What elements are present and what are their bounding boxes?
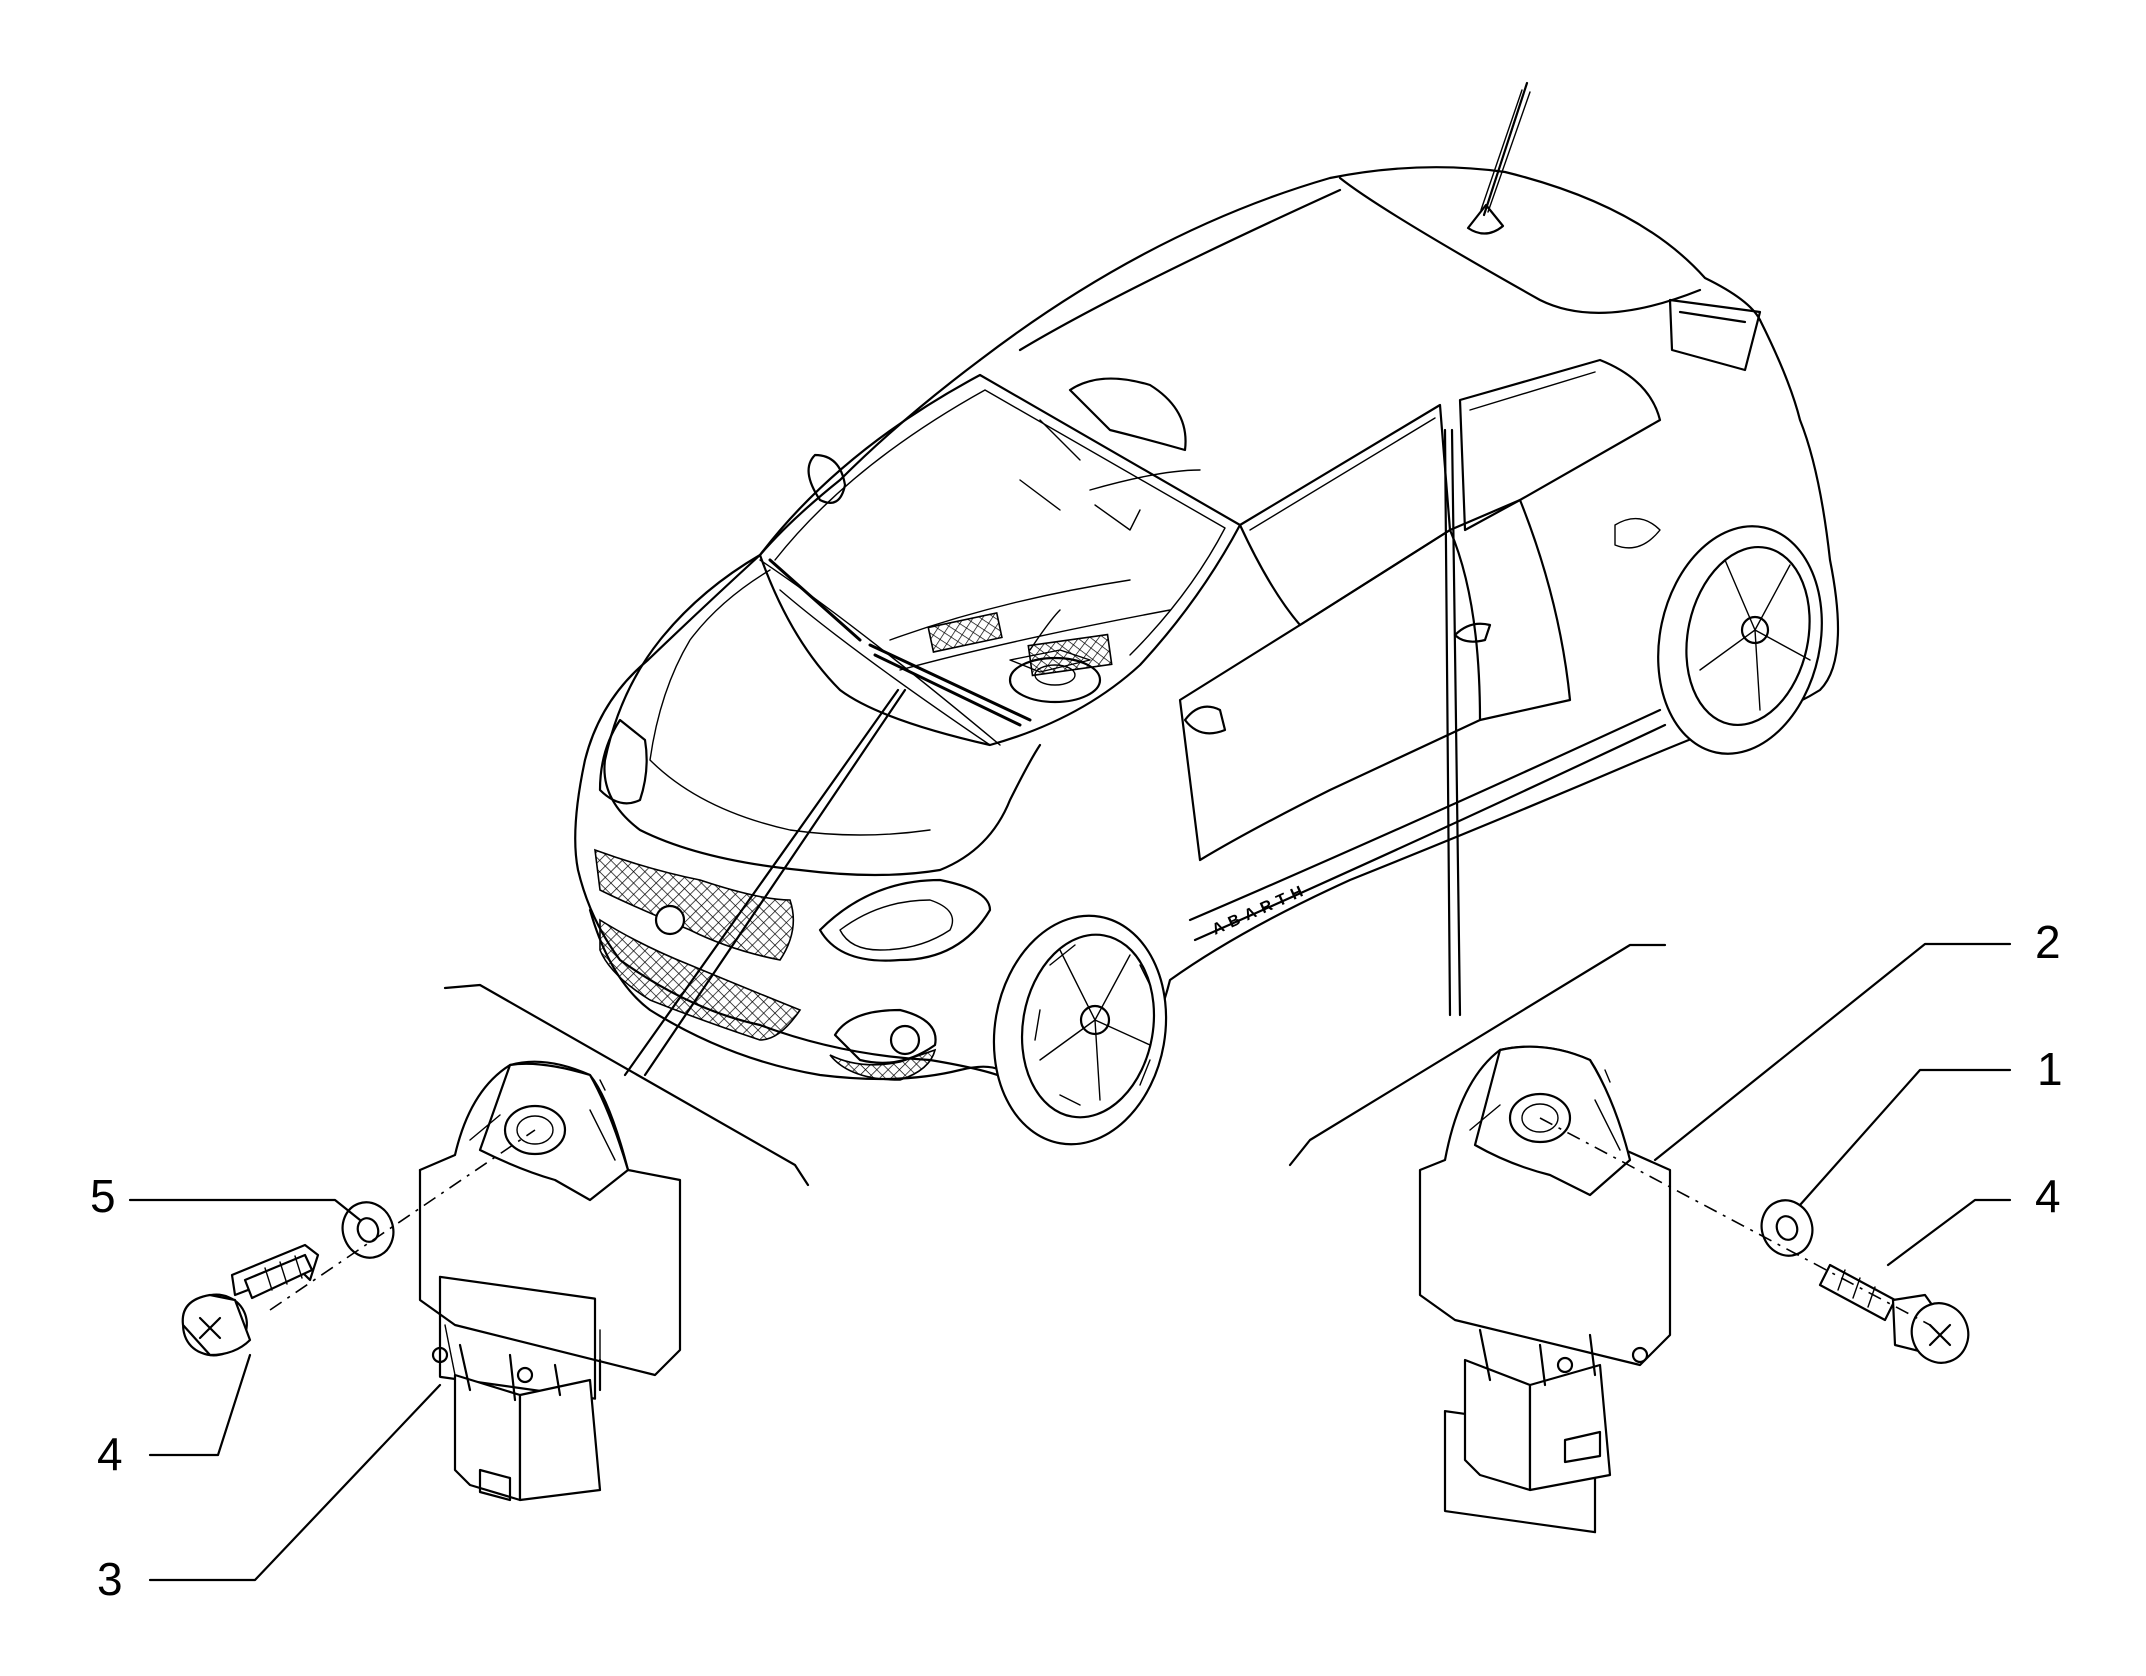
front-wheel [992, 914, 1168, 1146]
car-roof [978, 166, 1762, 362]
rear-spoiler [1668, 298, 1762, 372]
hood [603, 553, 1042, 877]
callout-3: 3 [97, 1553, 123, 1605]
windshield-wiper [768, 558, 1032, 727]
callout-2: 2 [2035, 916, 2061, 968]
right-mirror [1183, 705, 1227, 735]
callout-4-left: 4 [97, 1428, 123, 1480]
callout-5: 5 [90, 1170, 116, 1222]
callout-leaders [128, 942, 2012, 1582]
callout-1: 1 [2037, 1043, 2063, 1095]
rear-wheel [1657, 525, 1823, 755]
assembly-axis-left [269, 1129, 536, 1311]
right-sensor [1418, 1045, 1672, 1534]
right-bolt [1818, 1263, 1970, 1364]
side-window [1238, 403, 1452, 627]
car-body-outline [574, 318, 1840, 1099]
left-sensor [418, 1060, 682, 1502]
front-door [1178, 528, 1482, 862]
assembly-axis-right [1539, 1117, 1931, 1326]
left-mirror [807, 453, 847, 504]
antenna [1466, 81, 1531, 235]
leader-lines [443, 428, 1667, 1187]
left-bolt [181, 1243, 320, 1357]
callout-4-right: 4 [2035, 1170, 2061, 1222]
headlight-right [818, 878, 992, 962]
windshield [758, 373, 1242, 747]
left-washer [341, 1201, 395, 1259]
car-illustration: ABARTH [574, 81, 1840, 1146]
right-washer [1760, 1199, 1814, 1257]
